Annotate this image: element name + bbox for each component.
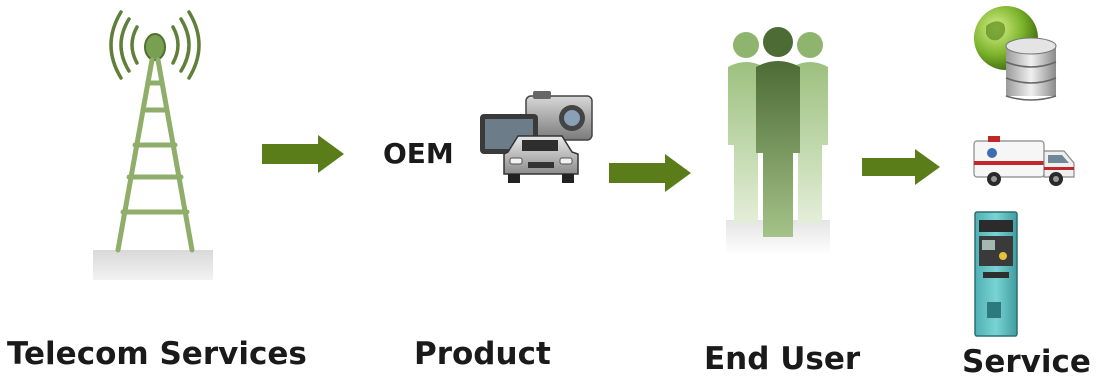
arrow-3 [862, 149, 940, 185]
right-arrow-icon [609, 154, 691, 192]
arrow-1 [262, 135, 344, 173]
ambulance-icon [968, 133, 1080, 189]
stage-label-telecom-services: Telecom Services [7, 336, 307, 372]
stage-label-end-user: End User [704, 341, 861, 377]
stage-label-product: Product [414, 336, 551, 372]
camera-tablet-car-icon [478, 90, 596, 186]
kiosk-icon [973, 210, 1019, 338]
stage-label-service: Service [962, 344, 1091, 380]
globe-database-icon [968, 2, 1060, 102]
oem-label: OEM [383, 137, 454, 170]
arrow-2 [609, 154, 691, 192]
user-group-icon [718, 25, 838, 257]
right-arrow-icon [862, 149, 940, 185]
radio-tower-icon [85, 5, 225, 285]
right-arrow-icon [262, 135, 344, 173]
